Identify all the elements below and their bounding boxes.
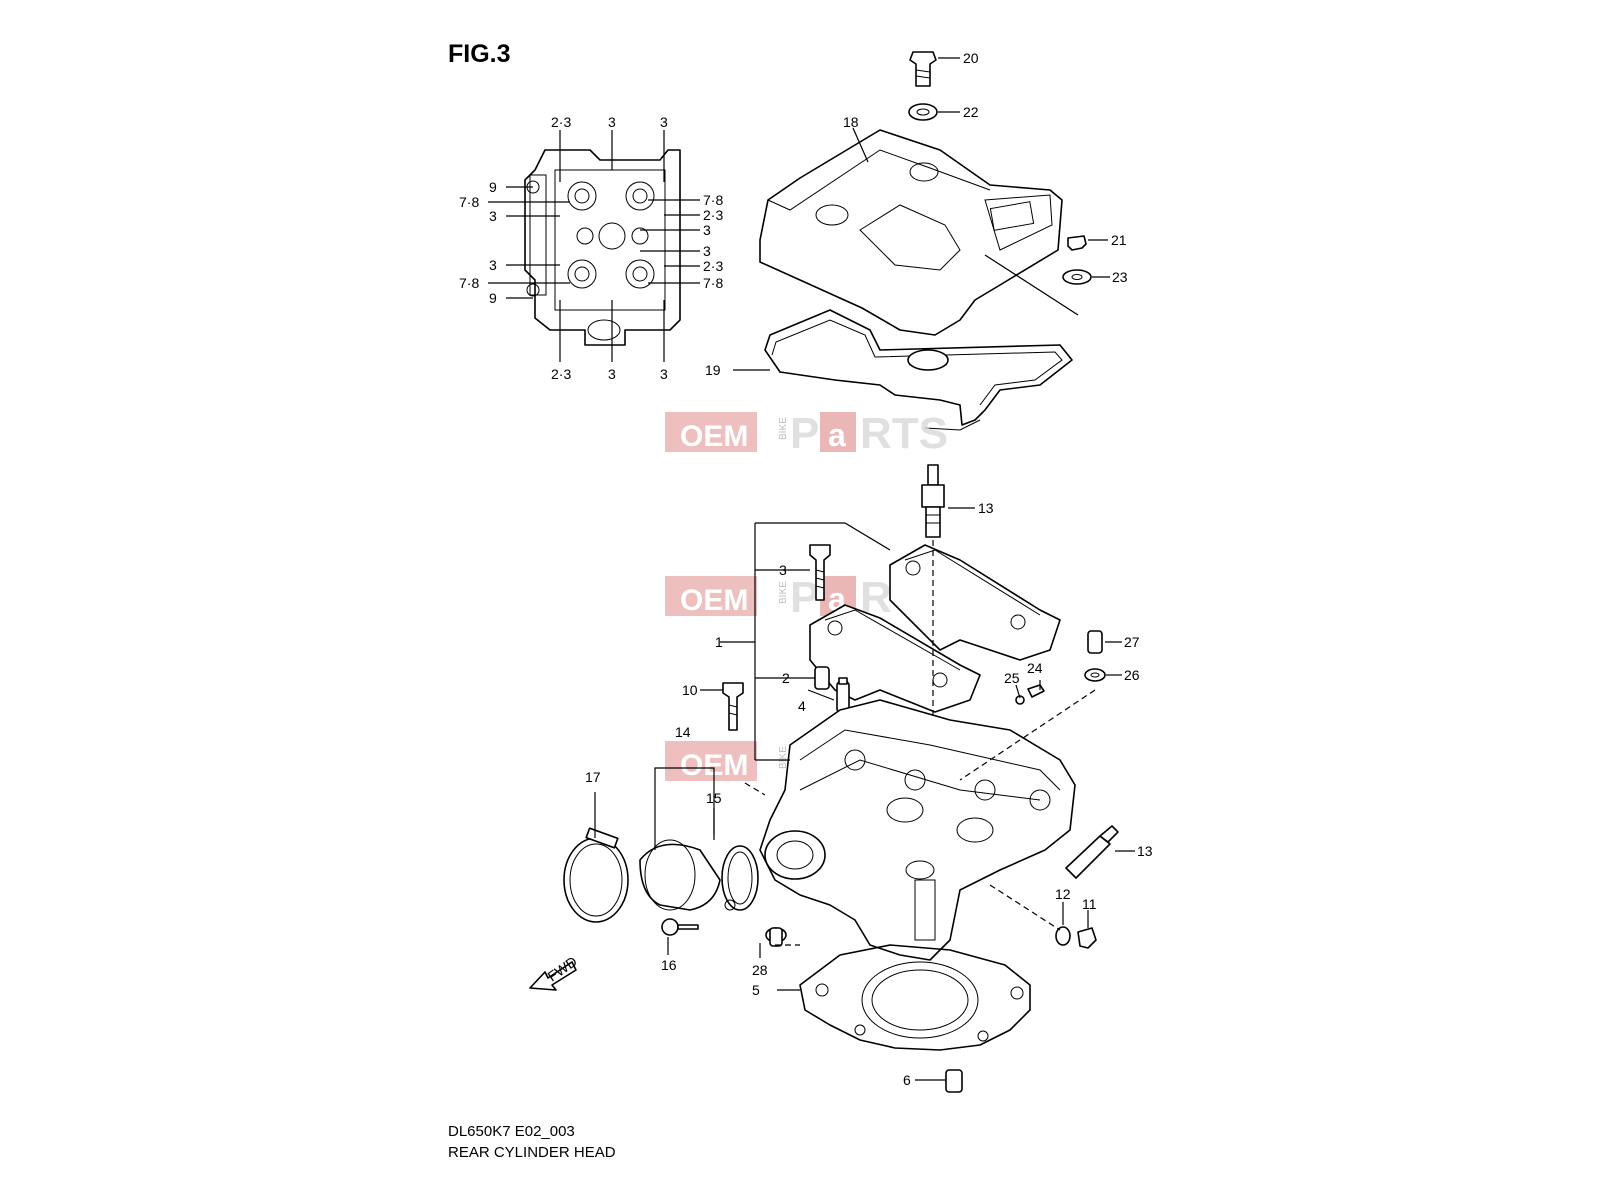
top-view-leaders [488, 130, 700, 362]
spark-plug-upper [921, 464, 975, 538]
part-labels: 20 22 18 21 23 19 13 3 1 2 4 10 27 26 25… [585, 50, 1153, 1088]
label-4: 4 [798, 698, 806, 714]
figure-title: FIG.3 [448, 40, 511, 68]
label-15: 15 [706, 790, 722, 806]
head-gasket [777, 944, 1031, 1093]
label-10: 10 [682, 682, 698, 698]
label-5: 5 [752, 982, 760, 998]
tv-label-left-2: 3 [489, 208, 497, 224]
label-21: 21 [1111, 232, 1127, 248]
label-17: 17 [585, 769, 601, 785]
fwd-label: FWD [545, 953, 580, 984]
tv-label-right-3: 3 [703, 243, 711, 259]
label-24: 24 [1027, 660, 1043, 676]
tv-label-top-0: 2·3 [551, 114, 571, 130]
label-11: 11 [1082, 896, 1097, 912]
label-19: 19 [705, 362, 721, 378]
label-23: 23 [1112, 269, 1128, 285]
svg-text:BIKE: BIKE [778, 581, 789, 604]
tv-label-left-0: 9 [489, 179, 497, 195]
svg-text:OEM: OEM [680, 420, 748, 453]
tv-label-left-4: 7·8 [459, 275, 479, 291]
top-view-head-drawing [524, 149, 681, 346]
svg-text:a: a [828, 417, 846, 453]
label-6: 6 [903, 1072, 911, 1088]
cover-leaders [733, 57, 1110, 371]
svg-text:BIKE: BIKE [778, 746, 789, 769]
tv-label-right-4: 2·3 [703, 258, 723, 274]
intake-pipe-parts [563, 767, 800, 958]
label-13-right: 13 [1137, 843, 1153, 859]
top-view-labels: 2·3 3 3 2·3 3 3 9 7·8 3 3 7·8 9 7·8 2·3 … [459, 114, 723, 382]
label-20: 20 [963, 50, 979, 66]
tv-label-right-1: 2·3 [703, 207, 723, 223]
label-3: 3 [779, 562, 787, 578]
spark-plug-right-and-bolts [989, 825, 1135, 949]
label-28: 28 [752, 962, 768, 978]
fwd-arrow: FWD [529, 953, 580, 991]
svg-text:P: P [790, 573, 819, 622]
label-12: 12 [1055, 886, 1071, 902]
model-code: DL650K7 E02_003 [448, 1123, 575, 1140]
label-16: 16 [661, 957, 677, 973]
label-13-upper: 13 [978, 500, 994, 516]
tv-label-bottom-0: 2·3 [551, 366, 571, 382]
watermark-1: OEM BIKE P a RTS [665, 409, 948, 458]
tv-label-top-1: 3 [608, 114, 616, 130]
svg-text:OEM: OEM [680, 584, 748, 617]
label-2: 2 [782, 670, 790, 686]
label-27: 27 [1124, 634, 1140, 650]
label-1: 1 [715, 634, 723, 650]
tv-label-bottom-1: 3 [608, 366, 616, 382]
tv-label-right-5: 7·8 [703, 275, 723, 291]
label-26: 26 [1124, 667, 1140, 683]
tv-label-top-2: 3 [660, 114, 668, 130]
label-22: 22 [963, 104, 979, 120]
assembly-leaders [700, 522, 1122, 796]
cylinder-head-cover [759, 51, 1092, 431]
tv-label-right-2: 3 [703, 222, 711, 238]
tv-label-right-0: 7·8 [703, 192, 723, 208]
tv-label-left-3: 3 [489, 257, 497, 273]
tv-label-left-5: 9 [489, 290, 497, 306]
tv-label-bottom-2: 3 [660, 366, 668, 382]
label-25: 25 [1004, 670, 1020, 686]
svg-text:RTS: RTS [860, 409, 948, 458]
svg-text:BIKE: BIKE [778, 417, 789, 440]
figure-name: REAR CYLINDER HEAD [448, 1144, 616, 1161]
tv-label-left-1: 7·8 [459, 194, 479, 210]
svg-text:P: P [790, 409, 819, 458]
label-18: 18 [843, 114, 859, 130]
label-14: 14 [675, 724, 691, 740]
